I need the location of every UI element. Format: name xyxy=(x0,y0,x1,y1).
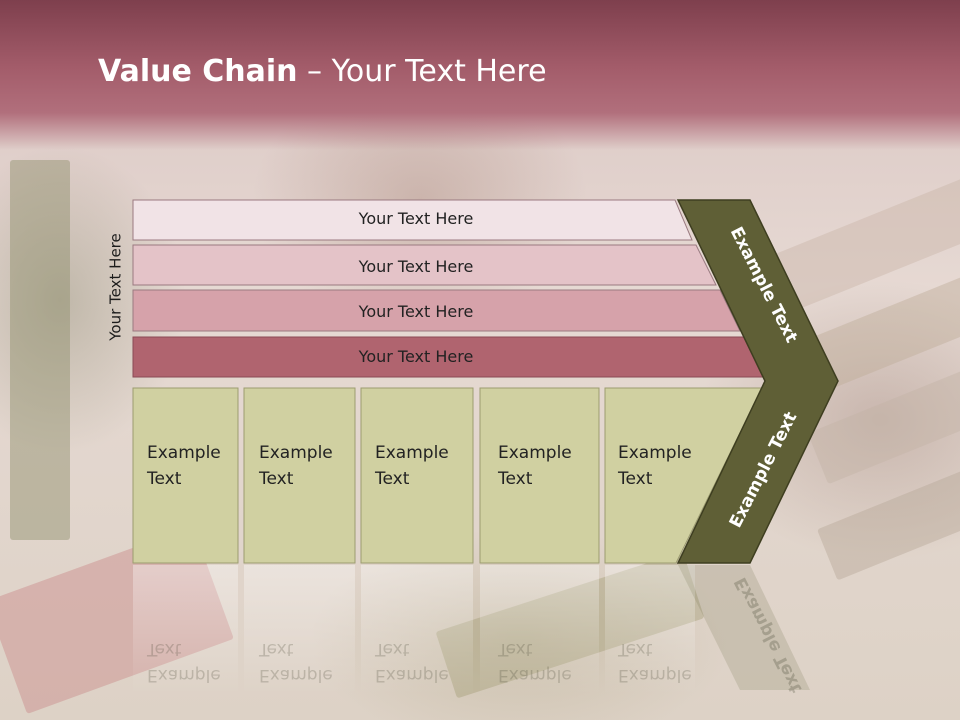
column-reflection xyxy=(605,565,695,695)
bar-2[interactable] xyxy=(132,244,717,286)
bar-1[interactable] xyxy=(132,199,693,241)
chevron-arrow[interactable] xyxy=(676,199,839,564)
column-2-label: Example Text xyxy=(259,443,333,489)
title-bold: Value Chain xyxy=(98,54,298,89)
column-2[interactable] xyxy=(243,387,356,564)
column-3-label: Example Text xyxy=(375,443,449,489)
column-reflection xyxy=(361,565,473,695)
column-5-label: Example Text xyxy=(618,443,692,489)
column-4-label: Example Text xyxy=(498,443,572,489)
column-5-label-reflection: Example Text xyxy=(618,639,692,685)
column-1[interactable] xyxy=(132,387,239,564)
bar-3-label: Your Text Here xyxy=(358,302,474,321)
column-5[interactable] xyxy=(604,387,763,564)
column-4[interactable] xyxy=(479,387,600,564)
column-reflection xyxy=(244,565,355,695)
column-1-label: Example Text xyxy=(147,443,221,489)
book-decoration xyxy=(10,160,70,540)
slide-header xyxy=(0,0,960,150)
bar-4-label: Your Text Here xyxy=(358,347,474,366)
column-1-label-reflection: Example Text xyxy=(147,639,221,685)
bar-1-label: Your Text Here xyxy=(358,209,474,228)
column-3-label-reflection: Example Text xyxy=(375,639,449,685)
column-reflection xyxy=(133,565,238,695)
bar-2-label: Your Text Here xyxy=(358,257,474,276)
column-4-label-reflection: Example Text xyxy=(498,639,572,685)
column-reflection xyxy=(480,565,599,695)
column-2-label-reflection: Example Text xyxy=(259,639,333,685)
chevron-reflection xyxy=(678,565,810,690)
title-rest: – Your Text Here xyxy=(297,54,547,89)
bar-3[interactable] xyxy=(132,289,741,332)
slide-title: Value Chain – Your Text Here xyxy=(98,54,547,89)
column-3[interactable] xyxy=(360,387,474,564)
